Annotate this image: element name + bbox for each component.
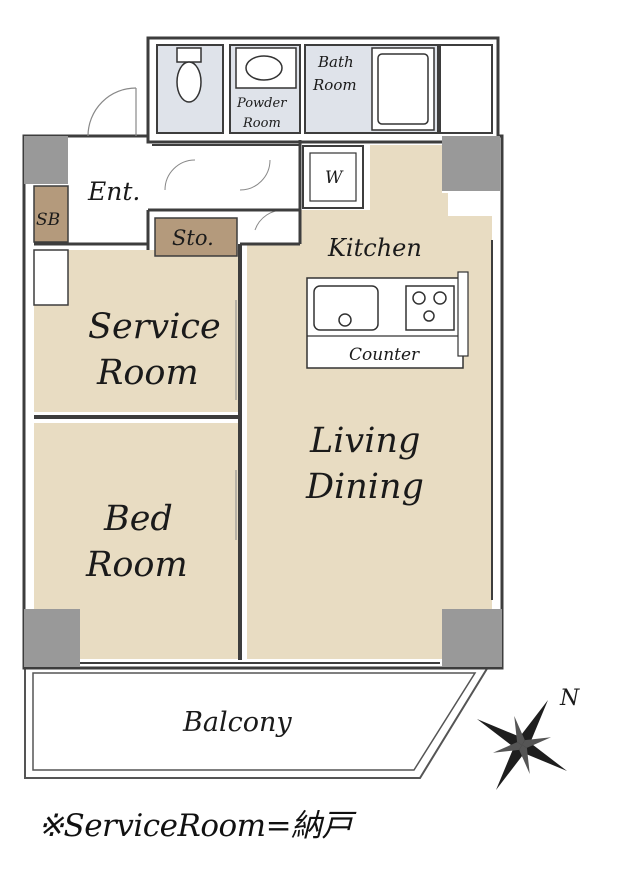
shoe-box (33, 185, 69, 243)
toilet-icon (176, 47, 202, 103)
bath-room-label-2: Room (312, 76, 357, 94)
bed-room-label-2: Room (85, 545, 188, 585)
entrance-door (87, 87, 137, 137)
counter-label: Counter (349, 345, 420, 365)
washer-space (302, 145, 364, 209)
storage (154, 217, 238, 257)
washer-label: W (325, 168, 344, 188)
sink-icon (313, 285, 379, 331)
structural-columns (24, 136, 502, 667)
bed-room-label-1: Bed (103, 499, 173, 539)
living-dining-label-1: Living (309, 421, 420, 461)
kitchen-label: Kitchen (327, 234, 422, 262)
service-room-label-2: Room (96, 353, 199, 393)
powder-room-label-1: Powder (236, 96, 287, 111)
balcony-label: Balcony (182, 707, 292, 738)
living-dining-floor (247, 145, 492, 659)
entrance-floor (70, 145, 152, 240)
living-dining-label-2: Dining (305, 467, 424, 507)
bath-room-label-1: Bath (317, 53, 354, 71)
powder-room-label-2: Room (242, 116, 281, 131)
storage-label: Sto. (172, 226, 214, 250)
stove-icon (405, 285, 455, 331)
shoe-box-label: SB (36, 210, 60, 230)
svg-text:N: N (559, 686, 580, 711)
compass-icon: N (476, 686, 580, 791)
washbasin-icon (235, 47, 297, 89)
service-room-label-1: Service (88, 307, 221, 347)
entrance-label: Ent. (87, 177, 140, 206)
bathtub-icon (371, 47, 435, 131)
footnote: ※ServiceRoom=納戸 (38, 808, 353, 844)
